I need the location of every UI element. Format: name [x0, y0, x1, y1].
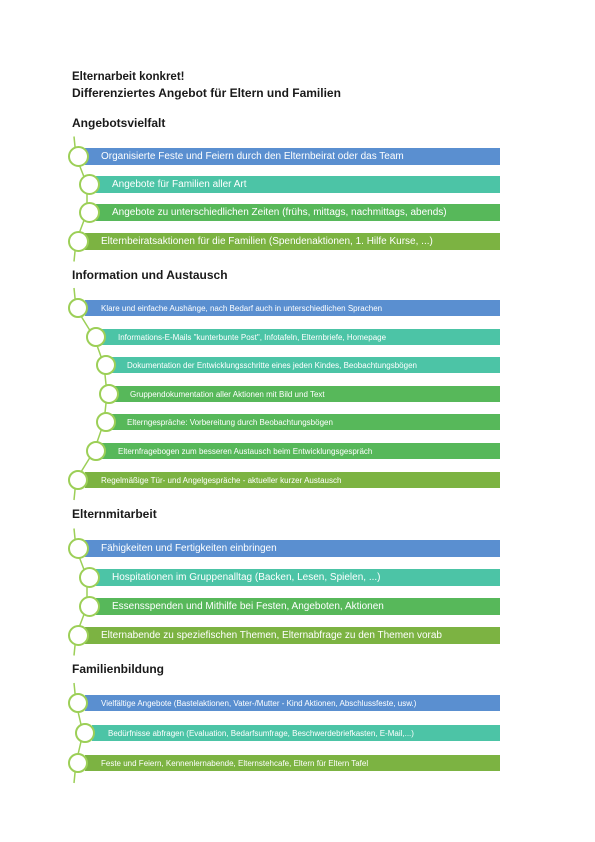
list-item: Essensspenden und Mithilfe bei Festen, A… — [96, 598, 500, 615]
list-item-label: Gruppendokumentation aller Aktionen mit … — [130, 389, 325, 399]
list-item-label: Elternabende zu speziefischen Themen, El… — [101, 630, 442, 641]
list-item: Klare und einfache Aushänge, nach Bedarf… — [85, 300, 500, 316]
bullet-circle-icon — [86, 441, 106, 461]
bullet-circle-icon — [86, 327, 106, 347]
list-item: Organisierte Feste und Feiern durch den … — [85, 148, 500, 165]
list-item-label: Angebote zu unterschiedlichen Zeiten (fr… — [112, 207, 447, 218]
list-item: Informations-E-Mails "kunterbunte Post",… — [102, 329, 500, 345]
bullet-circle-icon — [78, 202, 100, 223]
list-item-label: Fähigkeiten und Fertigkeiten einbringen — [101, 543, 277, 554]
list-item-label: Elternfragebogen zum besseren Austausch … — [118, 446, 373, 456]
bullet-circle-icon — [78, 174, 100, 195]
bullet-circle-icon — [68, 470, 88, 490]
list-item-label: Hospitationen im Gruppenalltag (Backen, … — [112, 572, 381, 583]
list-item-label: Feste und Feiern, Kennenlernabende, Elte… — [101, 758, 369, 768]
list-item: Angebote zu unterschiedlichen Zeiten (fr… — [96, 204, 500, 221]
list-item: Regelmäßige Tür- und Angelgespräche - ak… — [85, 472, 500, 488]
list-item: Elterngespräche: Vorbereitung durch Beob… — [111, 414, 500, 430]
list-item-label: Dokumentation der Entwicklungsschritte e… — [127, 360, 417, 370]
section-title: Angebotsvielfalt — [72, 116, 166, 130]
list-item: Vielfältige Angebote (Bastelaktionen, Va… — [85, 695, 500, 711]
list-item-label: Angebote für Familien aller Art — [112, 179, 247, 190]
bullet-circle-icon — [99, 384, 119, 404]
bullet-circle-icon — [67, 146, 89, 167]
bullet-circle-icon — [96, 412, 116, 432]
section-title: Information und Austausch — [72, 268, 228, 282]
list-item: Dokumentation der Entwicklungsschritte e… — [111, 357, 500, 373]
list-item: Bedürfnisse abfragen (Evaluation, Bedarf… — [92, 725, 500, 741]
list-item: Angebote für Familien aller Art — [96, 176, 500, 193]
page-title: Elternarbeit konkret! — [72, 71, 185, 83]
bullet-circle-icon — [78, 596, 100, 617]
list-item-label: Essensspenden und Mithilfe bei Festen, A… — [112, 601, 384, 612]
bullet-circle-icon — [68, 753, 88, 773]
list-item: Gruppendokumentation aller Aktionen mit … — [114, 386, 500, 402]
bullet-circle-icon — [96, 355, 116, 375]
section-title: Familienbildung — [72, 662, 164, 676]
bullet-circle-icon — [68, 693, 88, 713]
list-item: Elternbeiratsaktionen für die Familien (… — [85, 233, 500, 250]
list-item: Fähigkeiten und Fertigkeiten einbringen — [85, 540, 500, 557]
list-item: Feste und Feiern, Kennenlernabende, Elte… — [85, 755, 500, 771]
list-item: Hospitationen im Gruppenalltag (Backen, … — [96, 569, 500, 586]
bullet-circle-icon — [75, 723, 95, 743]
list-item-label: Regelmäßige Tür- und Angelgespräche - ak… — [101, 475, 342, 485]
bullet-circle-icon — [67, 625, 89, 646]
section-title: Elternmitarbeit — [72, 507, 157, 521]
bullet-circle-icon — [67, 231, 89, 252]
bullet-circle-icon — [78, 567, 100, 588]
list-item-label: Elterngespräche: Vorbereitung durch Beob… — [127, 417, 333, 427]
list-item-label: Informations-E-Mails "kunterbunte Post",… — [118, 332, 387, 342]
list-item-label: Elternbeiratsaktionen für die Familien (… — [101, 236, 433, 247]
list-item: Elternfragebogen zum besseren Austausch … — [102, 443, 500, 459]
bullet-circle-icon — [68, 298, 88, 318]
list-item-label: Organisierte Feste und Feiern durch den … — [101, 151, 404, 162]
page-subtitle: Differenziertes Angebot für Eltern und F… — [72, 86, 341, 100]
list-item-label: Bedürfnisse abfragen (Evaluation, Bedarf… — [108, 728, 414, 738]
list-item-label: Vielfältige Angebote (Bastelaktionen, Va… — [101, 698, 417, 708]
bullet-circle-icon — [67, 538, 89, 559]
list-item-label: Klare und einfache Aushänge, nach Bedarf… — [101, 303, 383, 313]
list-item: Elternabende zu speziefischen Themen, El… — [85, 627, 500, 644]
